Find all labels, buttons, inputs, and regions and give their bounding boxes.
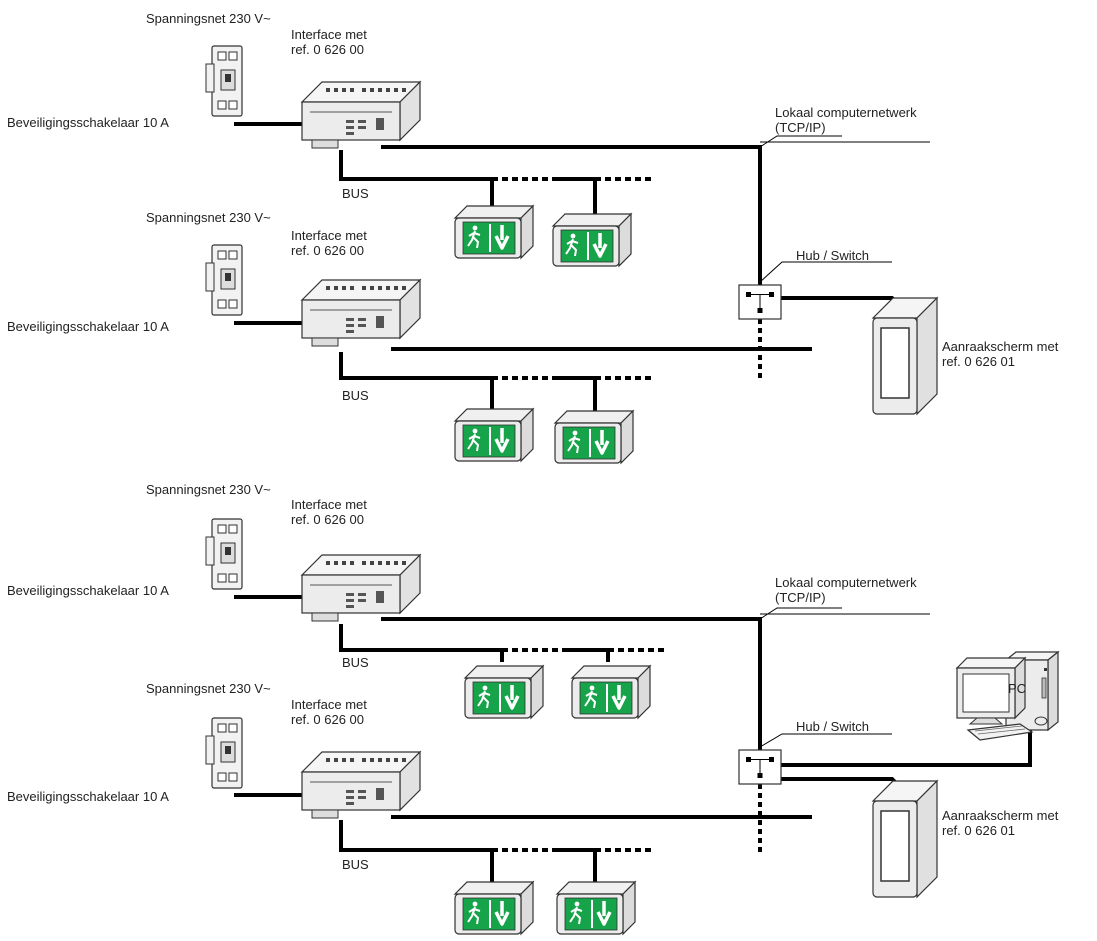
breaker-label: Beveiligingsschakelaar 10 A (7, 115, 169, 130)
lan-label: Lokaal computernetwerk (TCP/IP) (775, 105, 917, 135)
lower-installation (205, 518, 1060, 936)
bus-label: BUS (342, 857, 369, 872)
pc-label: PC (1008, 681, 1027, 696)
breaker-label: Beveiligingsschakelaar 10 A (7, 583, 169, 598)
touchscreen-label: Aanraakscherm met ref. 0 626 01 (942, 339, 1059, 369)
bus-label: BUS (342, 186, 369, 201)
bus-label: BUS (342, 655, 369, 670)
power-label: Spanningsnet 230 V~ (146, 210, 271, 225)
breaker-label: Beveiligingsschakelaar 10 A (7, 789, 169, 804)
interface-label: Interface met ref. 0 626 00 (291, 228, 367, 258)
power-label: Spanningsnet 230 V~ (146, 482, 271, 497)
breaker-label: Beveiligingsschakelaar 10 A (7, 319, 169, 334)
lan-label: Lokaal computernetwerk (TCP/IP) (775, 575, 917, 605)
power-label: Spanningsnet 230 V~ (146, 681, 271, 696)
interface-label: Interface met ref. 0 626 00 (291, 697, 367, 727)
interface-label: Interface met ref. 0 626 00 (291, 497, 367, 527)
bus-label: BUS (342, 388, 369, 403)
hub-label: Hub / Switch (796, 248, 869, 263)
upper-installation (205, 45, 938, 465)
pc-computer (955, 650, 1060, 741)
hub-label: Hub / Switch (796, 719, 869, 734)
interface-label: Interface met ref. 0 626 00 (291, 27, 367, 57)
power-label: Spanningsnet 230 V~ (146, 11, 271, 26)
touchscreen-label: Aanraakscherm met ref. 0 626 01 (942, 808, 1059, 838)
